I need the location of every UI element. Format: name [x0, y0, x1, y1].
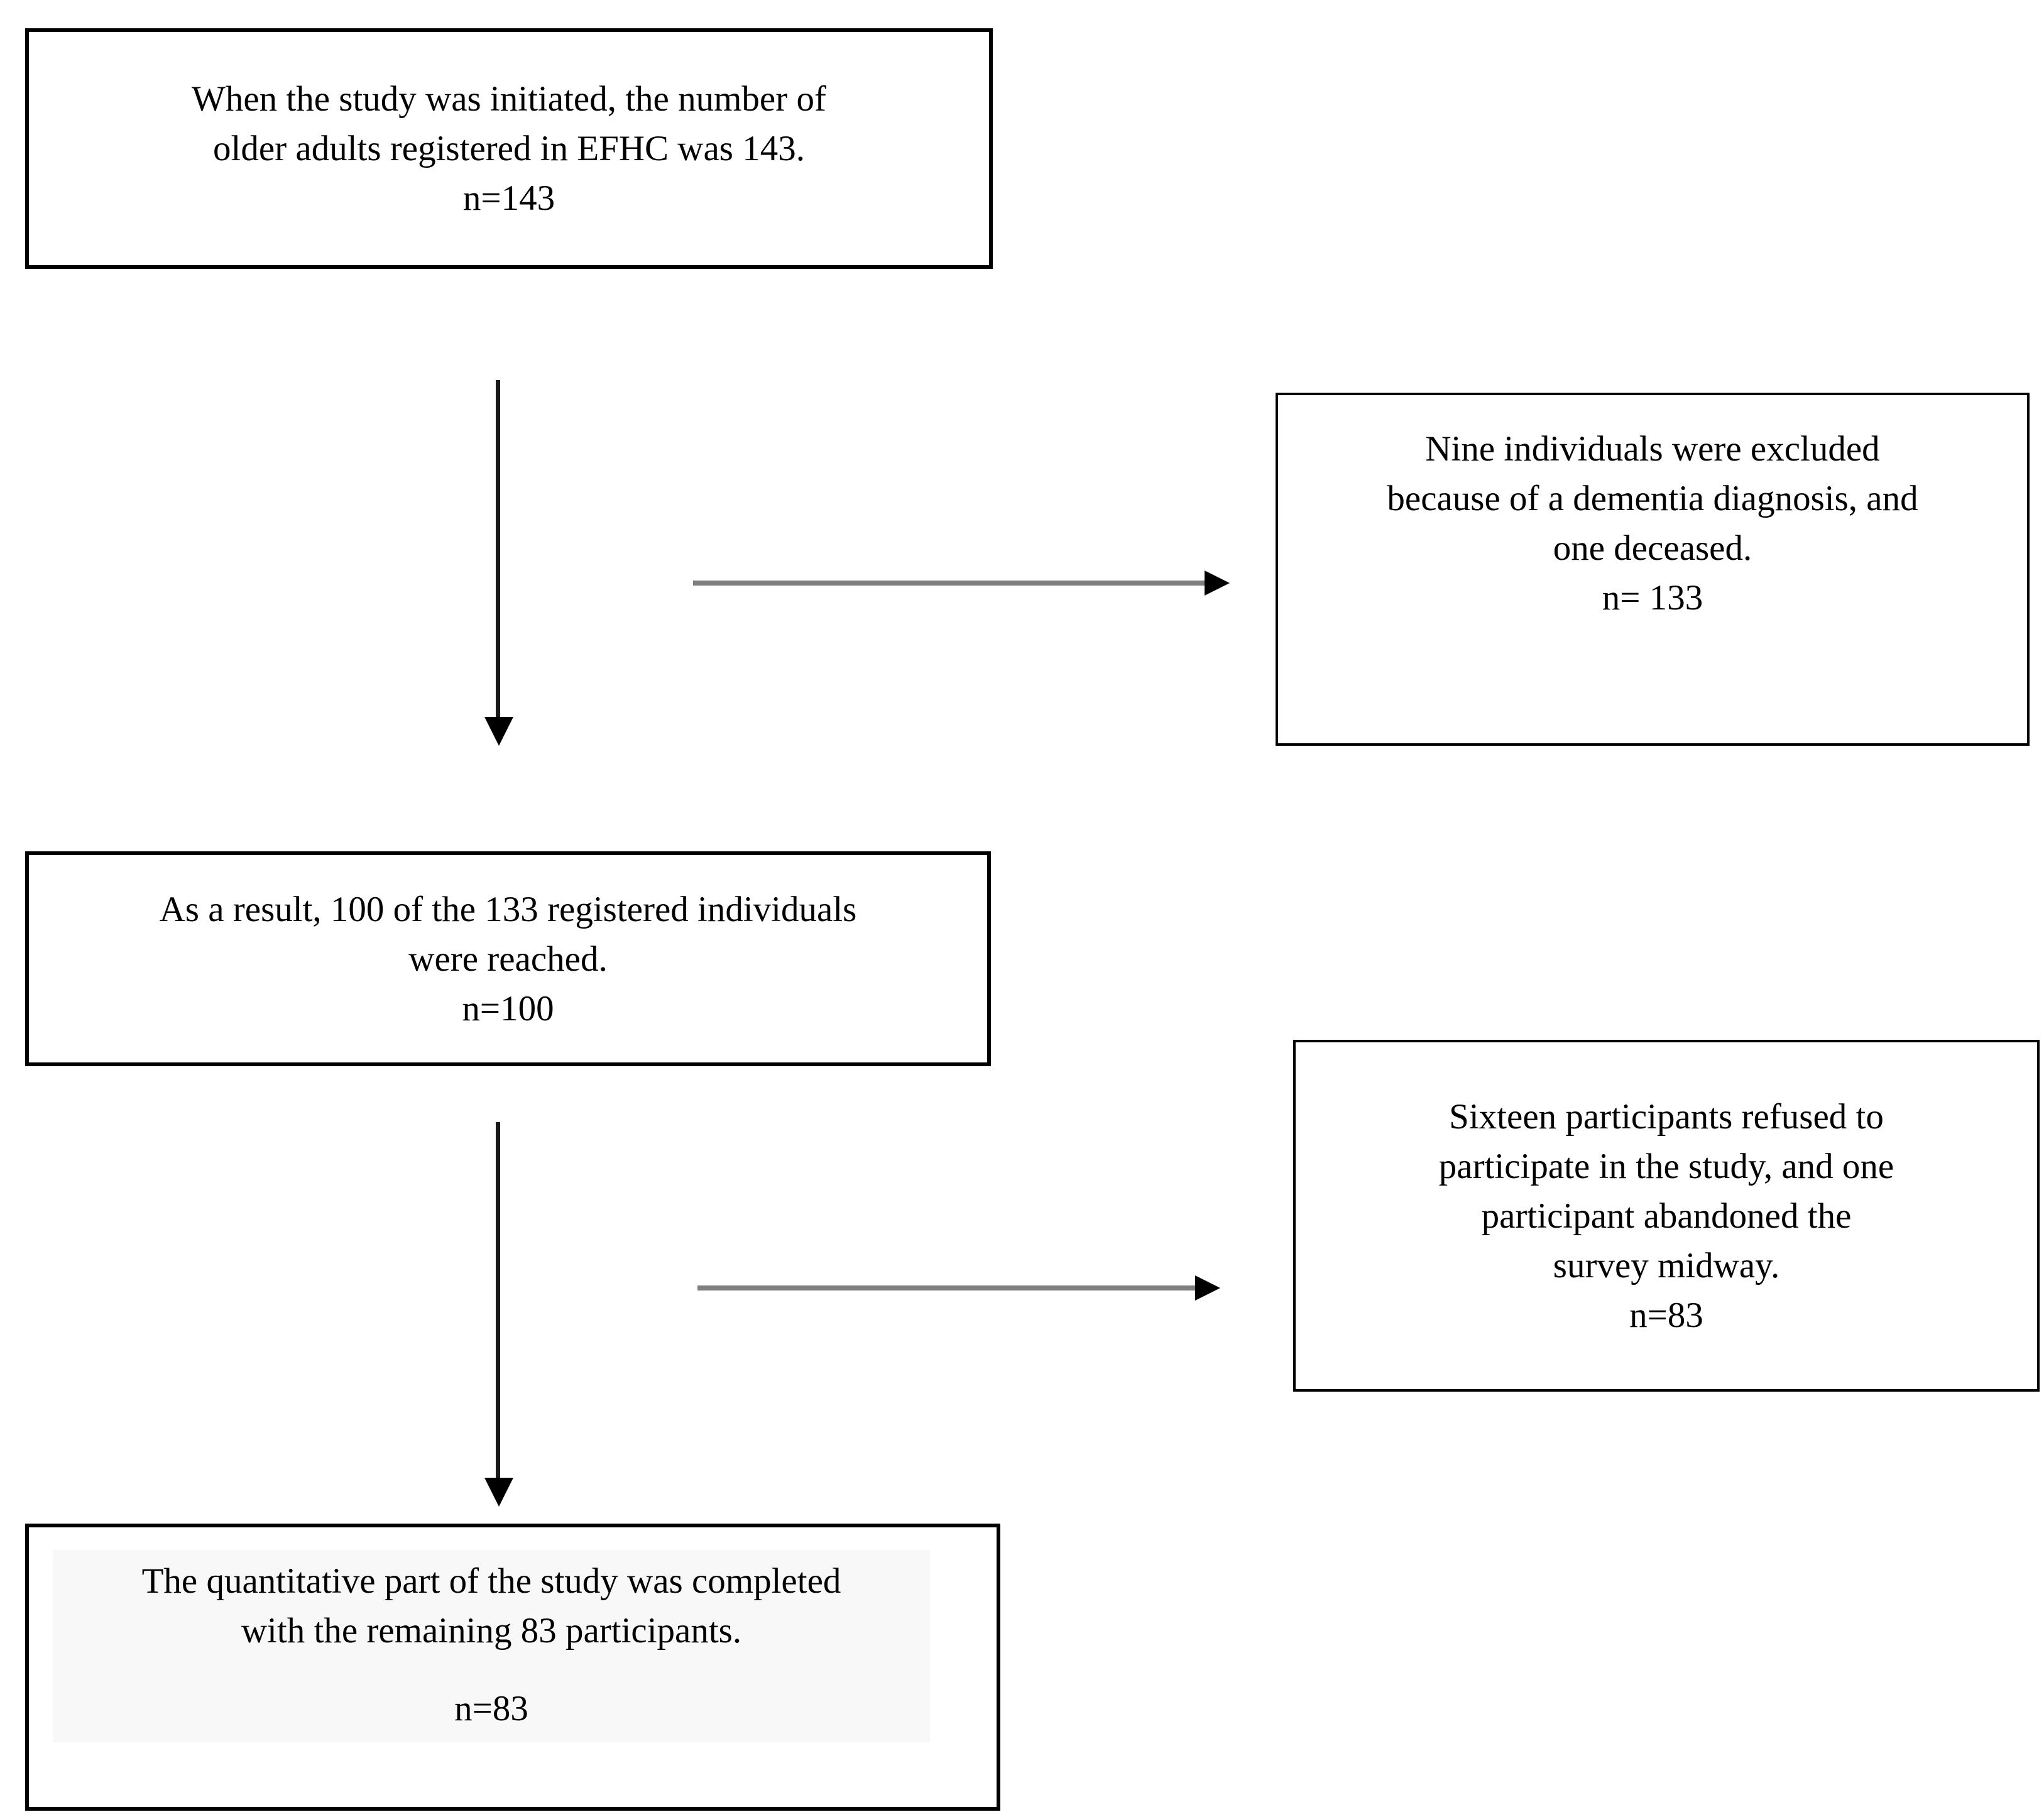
box-line: older adults registered in EFHC was 143.	[213, 129, 805, 168]
right-arrow-shaft	[697, 1285, 1196, 1290]
down-arrow-shaft	[496, 380, 500, 719]
box-line: When the study was initiated, the number…	[192, 79, 826, 119]
box-line: were reached.	[408, 939, 608, 979]
box-n-count: n=143	[462, 178, 555, 218]
down-arrow-head-icon	[484, 717, 513, 746]
right-arrow-shaft	[693, 581, 1206, 586]
down-arrow-shaft	[496, 1122, 500, 1480]
box-line: because of a dementia diagnosis, and	[1387, 479, 1918, 518]
flow-box-refused: Sixteen participants refused to particip…	[1293, 1040, 2040, 1392]
box-line: one deceased.	[1553, 528, 1752, 568]
flow-box-quantitative-completed: The quantitative part of the study was c…	[25, 1524, 1000, 1811]
highlight-panel: The quantitative part of the study was c…	[53, 1550, 930, 1742]
line-spacer	[53, 1656, 930, 1684]
box-line: participant abandoned the	[1481, 1196, 1852, 1236]
box-line: The quantitative part of the study was c…	[141, 1561, 841, 1601]
box-line: Sixteen participants refused to	[1449, 1096, 1884, 1137]
box-line: with the remaining 83 participants.	[241, 1611, 742, 1651]
box-n-count: n=100	[462, 988, 554, 1029]
box-n-count: n=83	[1629, 1295, 1703, 1335]
box-line: Nine individuals were excluded	[1425, 429, 1880, 469]
right-arrow-head-icon	[1195, 1275, 1220, 1301]
box-n-count: n=83	[454, 1689, 528, 1728]
right-arrow-head-icon	[1205, 570, 1230, 596]
flow-box-initial-registered: When the study was initiated, the number…	[25, 28, 993, 269]
box-line: participate in the study, and one	[1438, 1146, 1894, 1186]
box-line: survey midway.	[1553, 1245, 1780, 1285]
box-n-count: n= 133	[1602, 578, 1703, 618]
flow-box-excluded-dementia: Nine individuals were excluded because o…	[1276, 393, 2030, 746]
box-line: As a result, 100 of the 133 registered i…	[159, 889, 857, 929]
down-arrow-head-icon	[484, 1478, 513, 1507]
flow-box-reached: As a result, 100 of the 133 registered i…	[25, 851, 991, 1066]
